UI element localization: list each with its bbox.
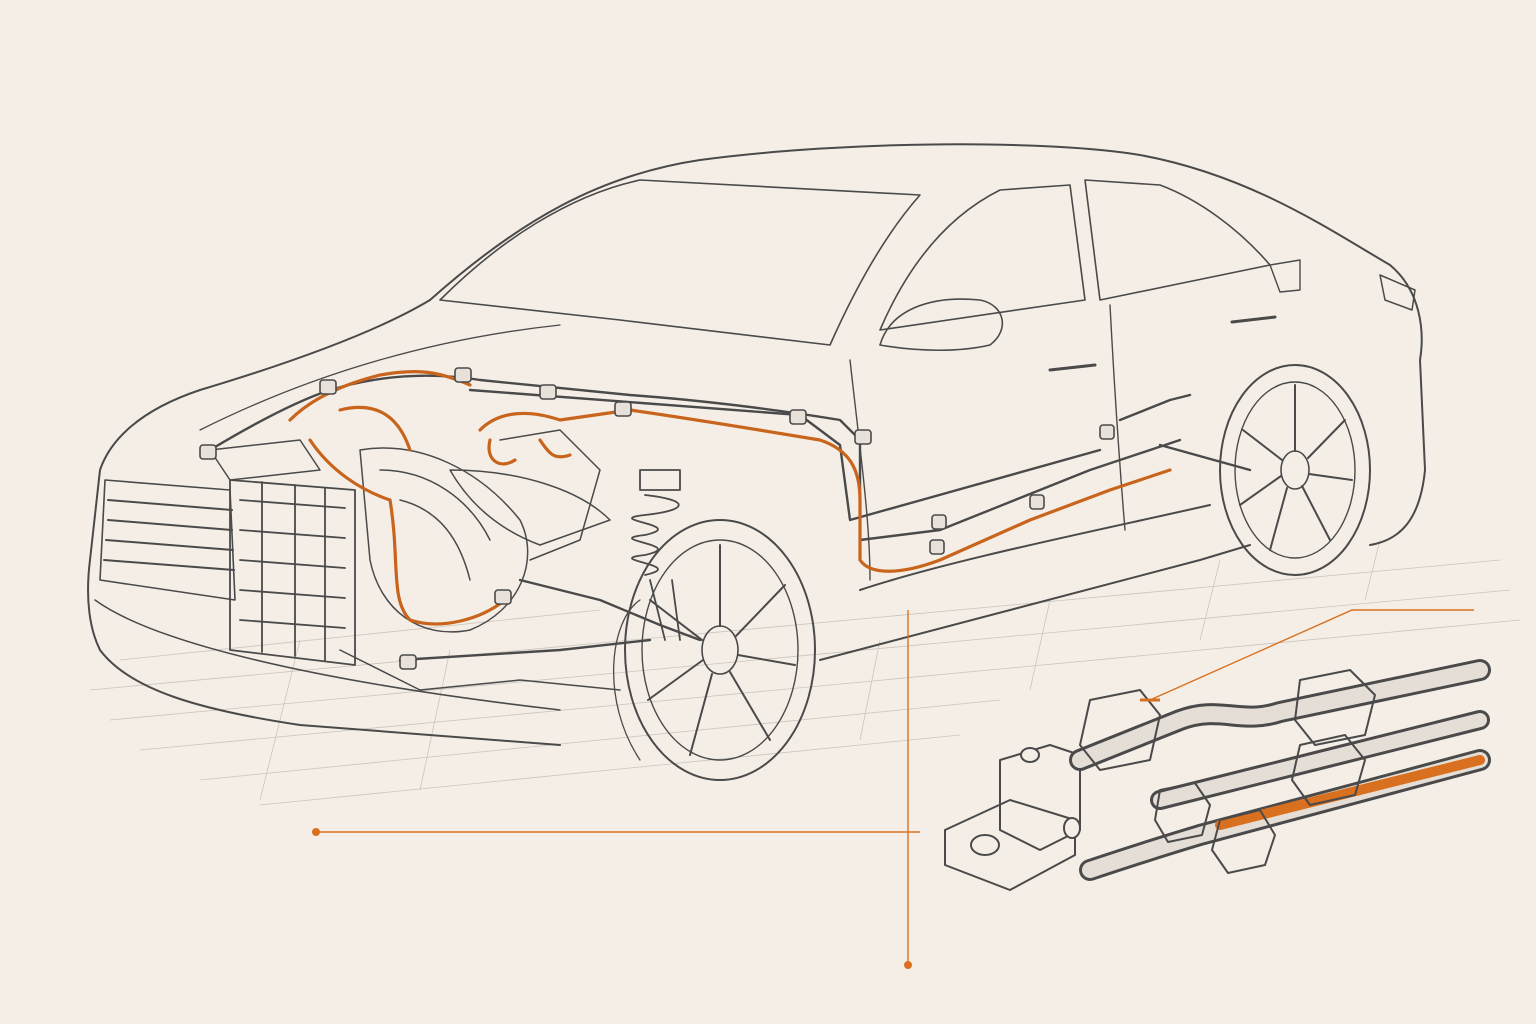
callout-leaders [316, 609, 1474, 965]
callout-dot-bottom [904, 961, 912, 969]
front-wheel-icon [613, 519, 816, 781]
ground-hatching [89, 539, 1521, 806]
line-fittings [199, 367, 1115, 670]
radiator-icon [229, 479, 356, 666]
engine-bay-icon [209, 429, 621, 691]
sedan-body-icon [87, 143, 1426, 746]
copper-lines [288, 370, 1172, 626]
suspension-strut-icon [631, 469, 681, 641]
callout-dot-left [312, 828, 320, 836]
rear-wheel-icon [1219, 364, 1371, 576]
fitting-closeup-icon [944, 659, 1491, 891]
